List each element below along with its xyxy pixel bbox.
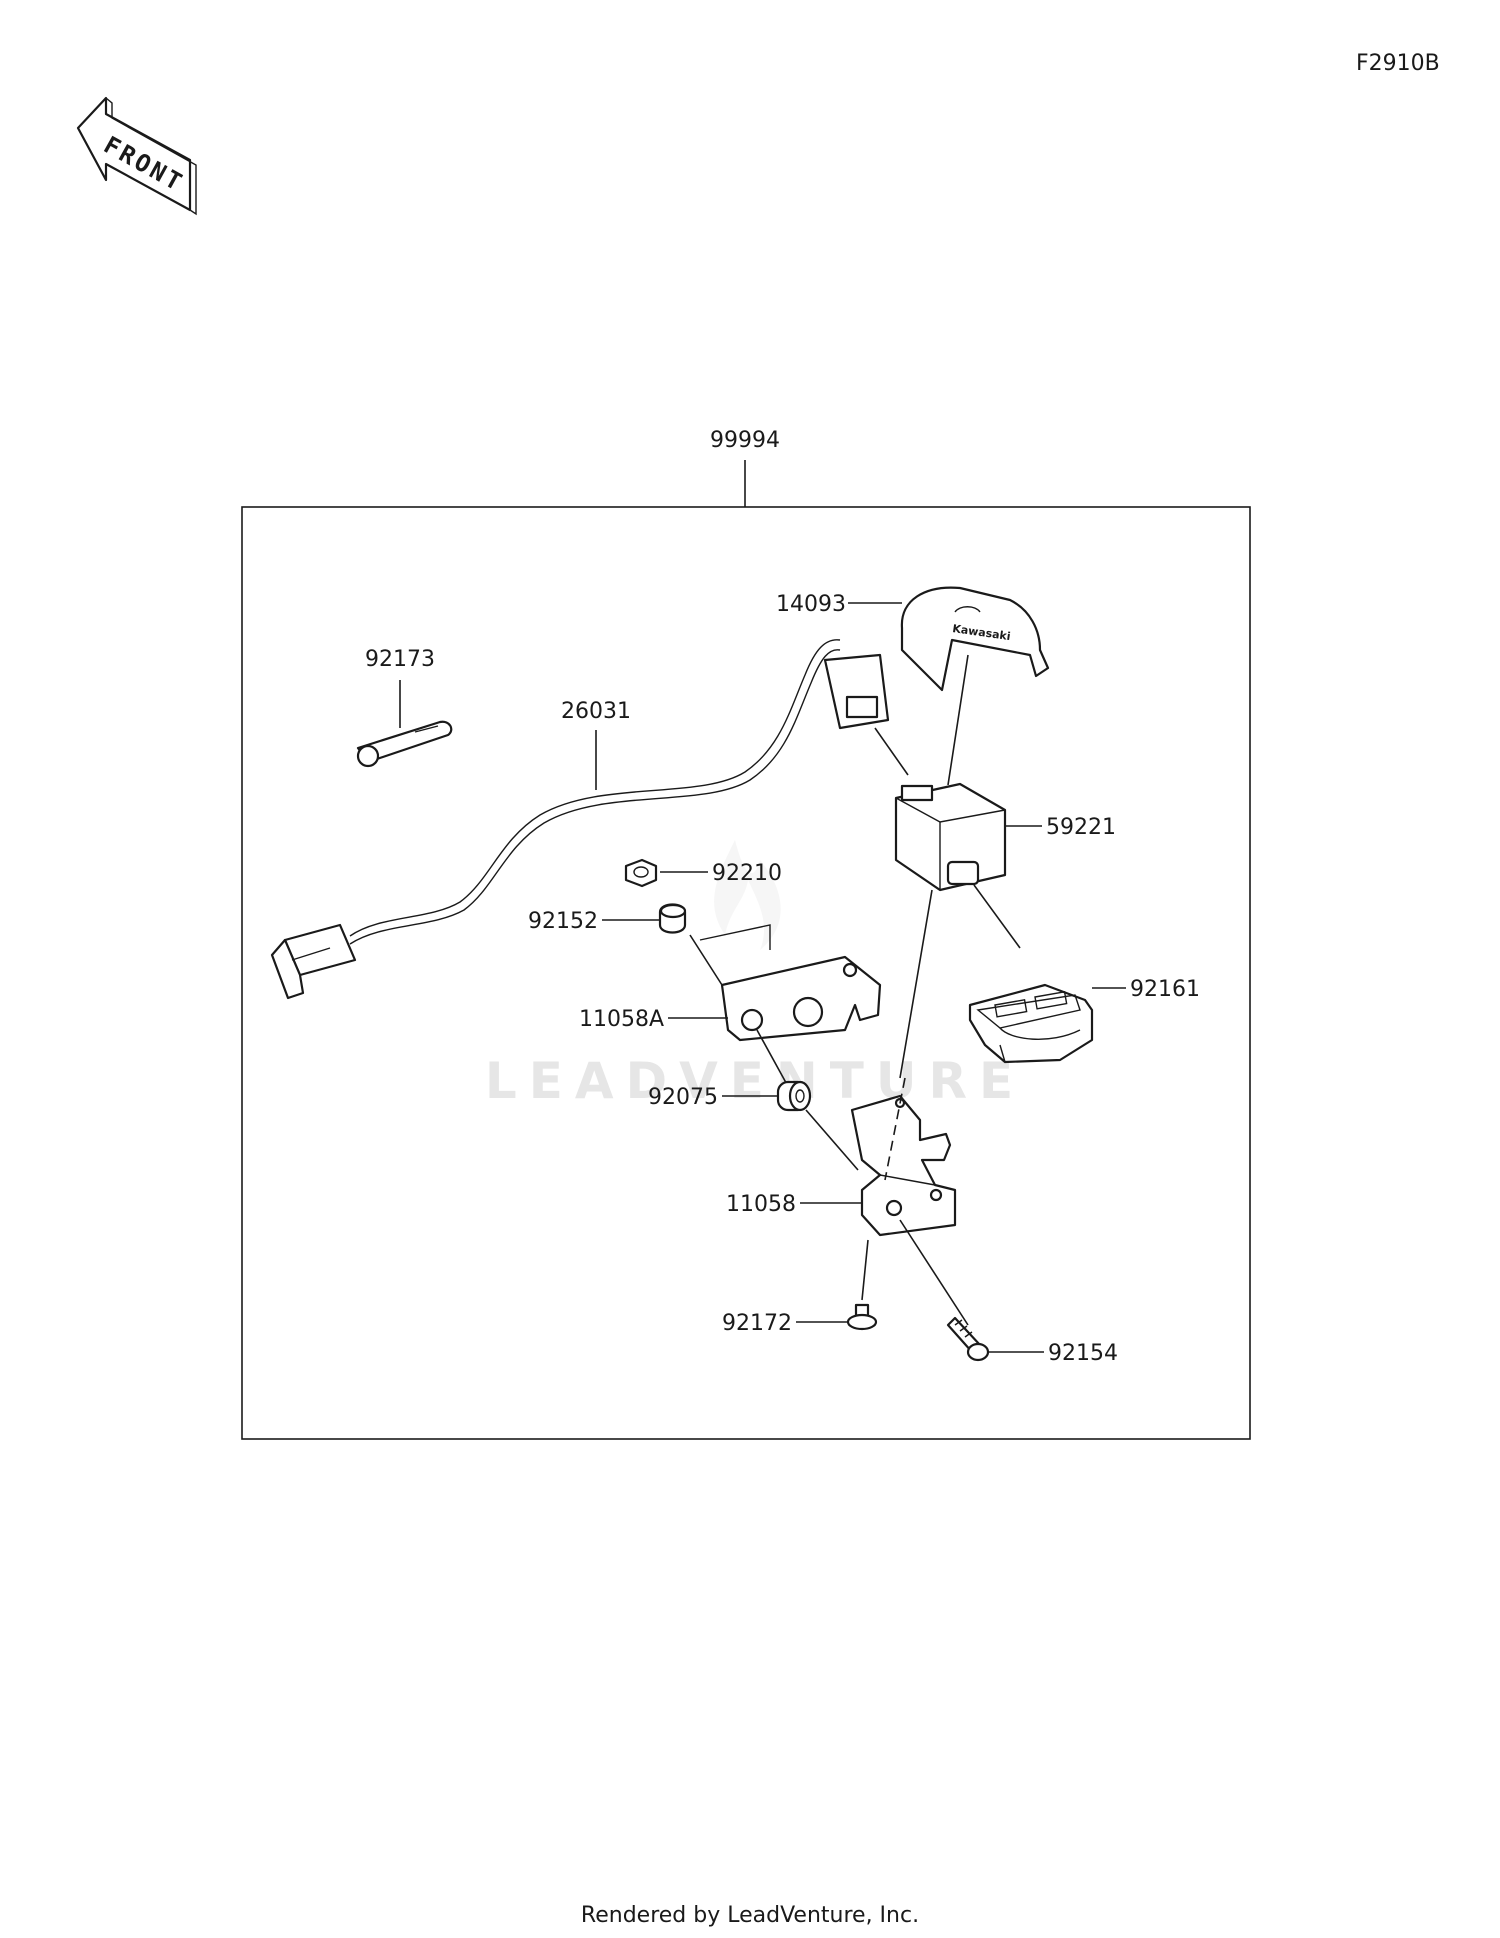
- watermark-flame-icon: [714, 840, 781, 950]
- label-bracket: 11058: [726, 1192, 796, 1217]
- label-nut: 92210: [712, 861, 782, 886]
- grommet-part: [776, 1080, 812, 1112]
- label-holder: 92161: [1130, 977, 1200, 1002]
- harness-part: [270, 639, 890, 1000]
- label-bracket-a: 11058A: [579, 1007, 664, 1032]
- module-part: [894, 782, 1007, 892]
- bolt-part: [658, 903, 687, 934]
- footer-credit: Rendered by LeadVenture, Inc.: [580, 1903, 920, 1928]
- cover-part: Kawasaki: [900, 586, 1050, 692]
- kit-box: [241, 506, 1251, 1440]
- holder-part: [968, 983, 1094, 1064]
- label-bolt: 92152: [528, 909, 598, 934]
- label-strap: 92173: [365, 647, 435, 672]
- strap-part: [356, 720, 453, 768]
- label-harness: 26031: [561, 699, 631, 724]
- bracket-part: [850, 1094, 957, 1237]
- front-arrow-icon: FRONT: [76, 96, 197, 216]
- label-grommet: 92075: [648, 1085, 718, 1110]
- label-cover: 14093: [776, 592, 846, 617]
- bracket-a-part: [720, 955, 882, 1042]
- diagram-code: F2910B: [1356, 51, 1440, 76]
- rivet-part: [846, 1303, 878, 1331]
- label-rivet: 92172: [722, 1311, 792, 1336]
- nut-part: [624, 858, 658, 888]
- label-module: 59221: [1046, 815, 1116, 840]
- label-screw: 92154: [1048, 1341, 1118, 1366]
- watermark: LEADVENTURE: [485, 1052, 1025, 1110]
- label-kit: 99994: [710, 428, 780, 453]
